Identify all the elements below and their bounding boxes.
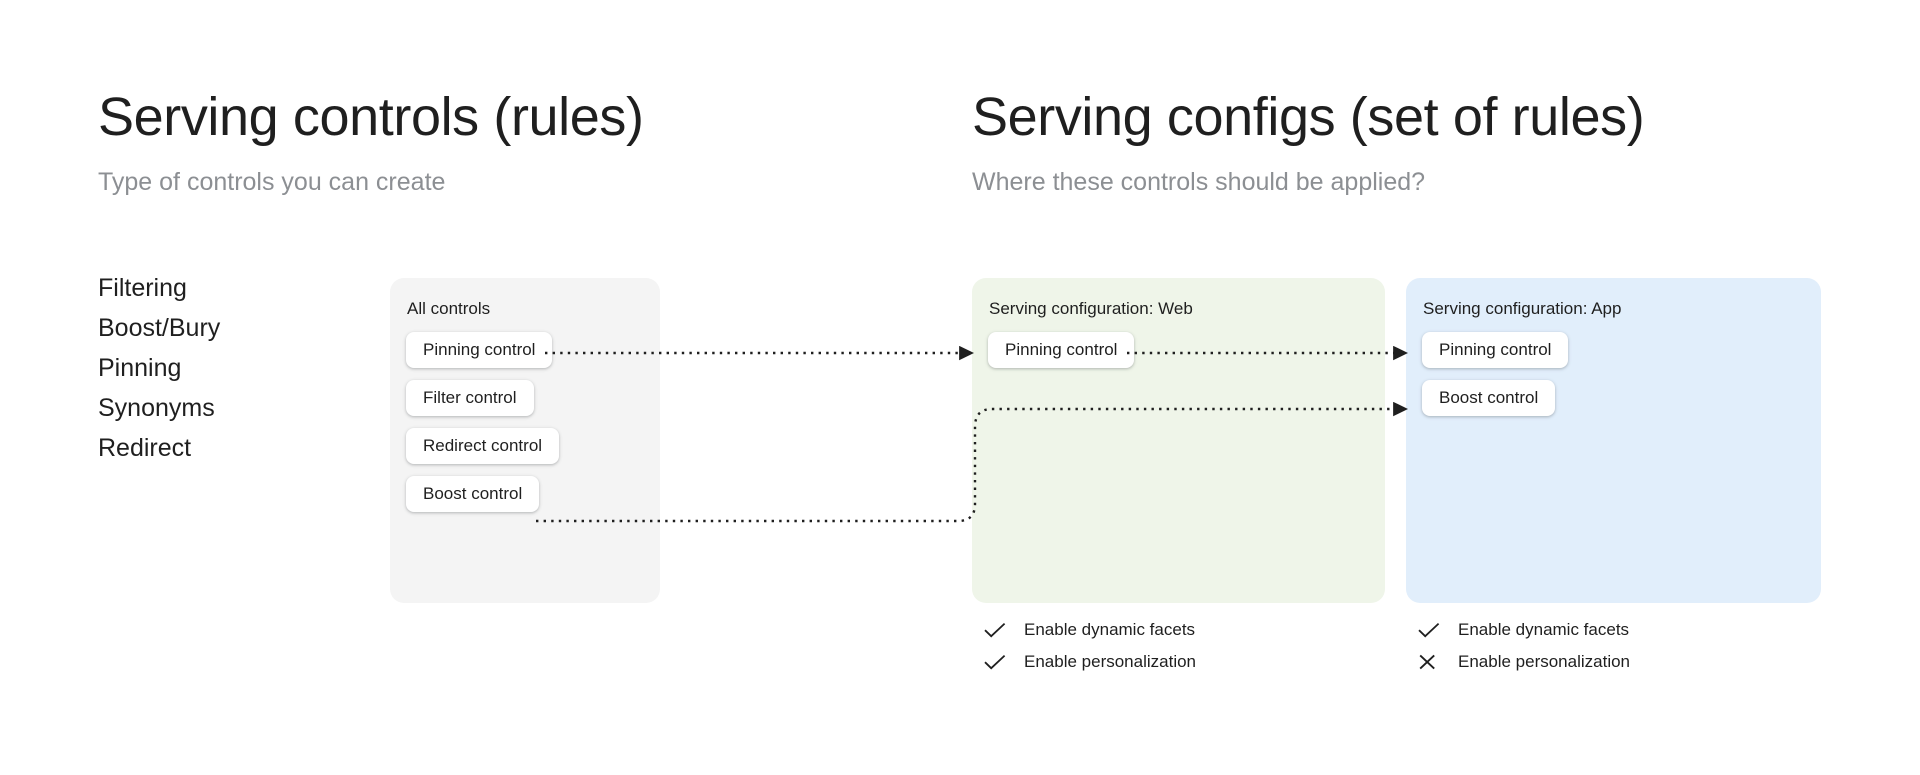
chip-pinning-control[interactable]: Pinning control [406,332,553,368]
chip-list-serving-config-web: Pinning control [988,332,1369,380]
check-icon [982,621,1008,639]
feature-list-serving-config-app: Enable dynamic facets Enable personaliza… [1416,614,1630,678]
control-type-item: Redirect [98,434,192,462]
right-column-subtitle: Where these controls should be applied? [972,168,1426,196]
feature-label: Enable personalization [1024,652,1197,671]
chip-boost-control[interactable]: Boost control [406,476,540,512]
feature-label: Enable personalization [1458,652,1631,671]
panel-title-all-controls: All controls [407,299,491,318]
control-type-item: Synonyms [98,394,215,422]
feature-list-serving-config-web: Enable dynamic facets Enable personaliza… [982,614,1196,678]
feature-row-dynamic-facets: Enable dynamic facets [982,614,1196,646]
panel-serving-config-app: Serving configuration: App Pinning contr… [1406,278,1821,603]
chip-boost-control[interactable]: Boost control [1422,380,1556,416]
panel-all-controls: All controls Pinning control Filter cont… [390,278,660,603]
chip-pinning-control[interactable]: Pinning control [988,332,1135,368]
control-type-item: Boost/Bury [98,314,221,342]
chip-list-serving-config-app: Pinning control Boost control [1422,332,1805,428]
check-icon [1416,621,1442,639]
panel-serving-config-web: Serving configuration: Web Pinning contr… [972,278,1385,603]
left-column-title: Serving controls (rules) [98,87,644,147]
feature-row-dynamic-facets: Enable dynamic facets [1416,614,1630,646]
chip-pinning-control[interactable]: Pinning control [1422,332,1569,368]
feature-row-personalization: Enable personalization [1416,646,1630,678]
panel-title-serving-config-web: Serving configuration: Web [989,299,1193,318]
cross-icon [1416,653,1442,671]
panel-title-serving-config-app: Serving configuration: App [1423,299,1622,318]
right-column-title: Serving configs (set of rules) [972,87,1645,147]
feature-label: Enable dynamic facets [1024,620,1196,639]
feature-row-personalization: Enable personalization [982,646,1196,678]
control-type-item: Filtering [98,274,187,302]
chip-list-all-controls: Pinning control Filter control Redirect … [406,332,644,524]
check-icon [982,653,1008,671]
control-type-item: Pinning [98,354,182,382]
control-types-list: Filtering Boost/Bury Pinning Synonyms Re… [98,268,220,468]
chip-filter-control[interactable]: Filter control [406,380,534,416]
feature-label: Enable dynamic facets [1458,620,1630,639]
left-column-subtitle: Type of controls you can create [98,168,446,196]
chip-redirect-control[interactable]: Redirect control [406,428,560,464]
